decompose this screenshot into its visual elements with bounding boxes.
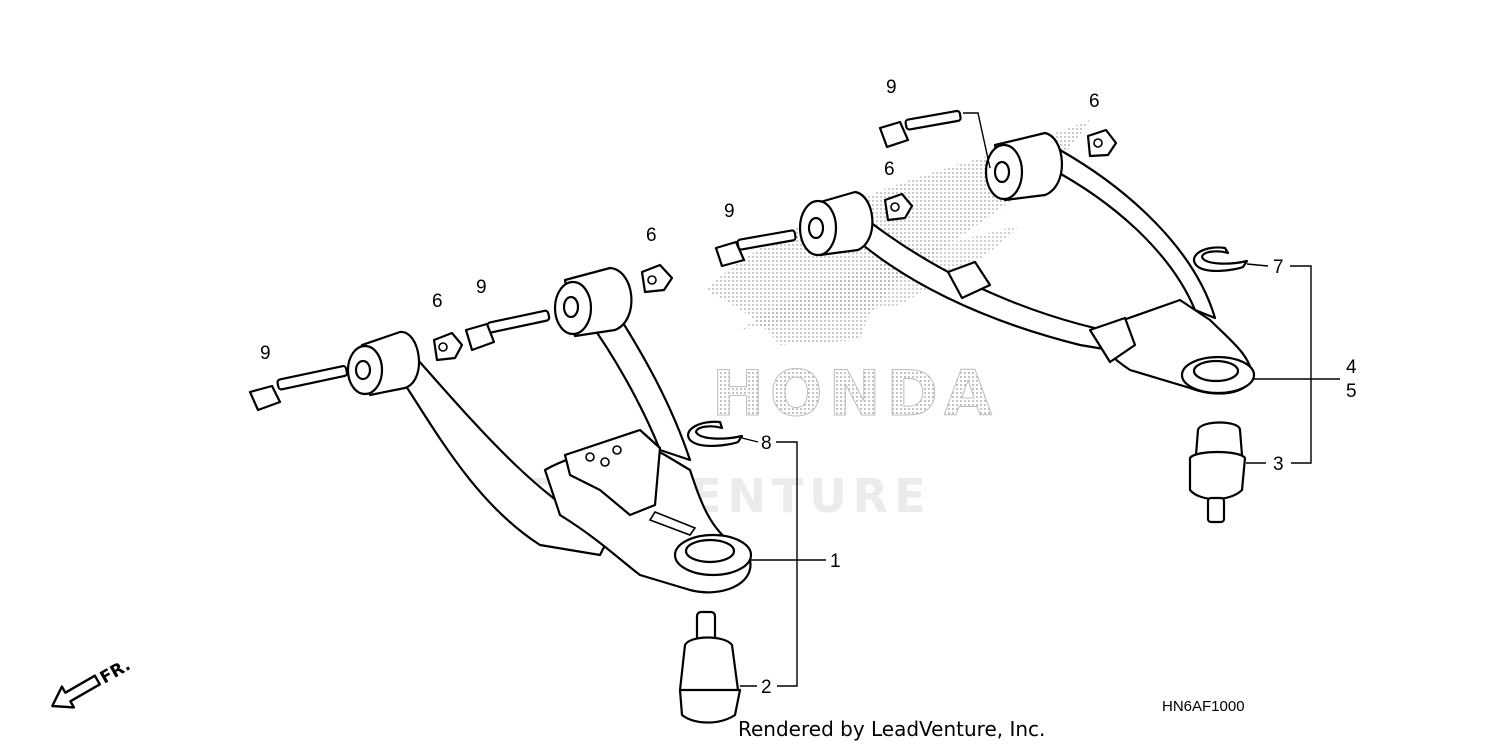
arrow-left-icon	[51, 674, 102, 709]
ball-joint-3	[1188, 421, 1247, 524]
nut-6a	[432, 331, 464, 362]
front-direction-marker: FR.	[51, 655, 134, 709]
callout-3: 3	[1273, 454, 1284, 475]
bolt-9a	[248, 365, 349, 412]
snap-ring-7	[1193, 246, 1249, 272]
left-arm-rear-tube	[586, 316, 692, 462]
left-arm-assembly	[248, 263, 753, 724]
callout-8: 8	[761, 433, 772, 454]
diagram-code: HN6AF1000	[1162, 698, 1245, 715]
callout-6: 6	[432, 291, 443, 312]
honda-wordmark: HONDA	[712, 357, 998, 430]
bolt-9d	[714, 229, 797, 268]
callout-1: 1	[830, 551, 841, 572]
right-arm-rear-tube	[1048, 148, 1217, 320]
ball-joint-2	[678, 610, 742, 724]
callout-4: 4	[1346, 357, 1357, 378]
callout-9: 9	[476, 277, 487, 298]
callout-9: 9	[886, 77, 897, 98]
callout-9: 9	[724, 201, 735, 222]
front-label: FR.	[97, 655, 134, 688]
callout-6: 6	[1089, 91, 1100, 112]
nut-6d	[1086, 128, 1118, 158]
snap-ring-8	[687, 420, 744, 447]
callout-labels: 9 6 9 6 8 1 2 9 6 9 6 7 4 5 3	[260, 77, 1357, 698]
bolt-9b	[464, 309, 551, 352]
callout-5: 5	[1346, 381, 1357, 402]
render-credit: Rendered by LeadVenture, Inc.	[738, 717, 1046, 741]
right-arm-assembly	[714, 109, 1256, 524]
left-arm-bracket	[563, 428, 662, 517]
callout-7: 7	[1273, 257, 1284, 278]
callout-9: 9	[260, 343, 271, 364]
callout-6: 6	[646, 225, 657, 246]
nut-6c	[883, 192, 914, 222]
callout-2: 2	[761, 677, 772, 698]
nut-6b	[640, 263, 674, 294]
bolt-9c	[878, 109, 962, 149]
callout-6: 6	[884, 159, 895, 180]
leader-lines	[740, 263, 1340, 687]
